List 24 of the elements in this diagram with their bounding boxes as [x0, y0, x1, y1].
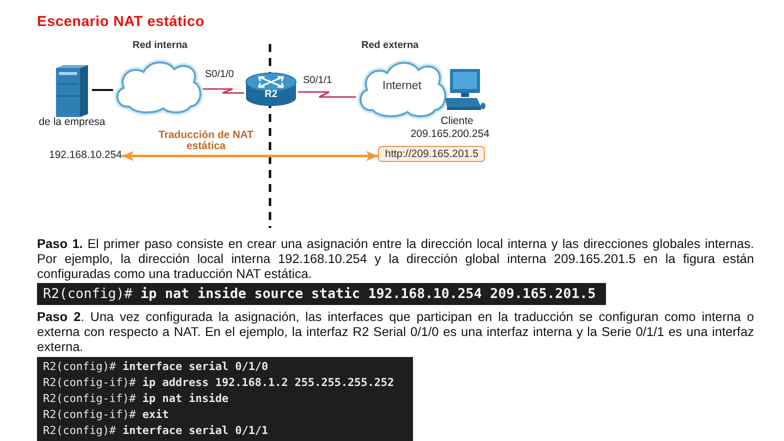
- icon-caption: Cliente: [440, 115, 474, 127]
- paragraph: Paso 2. Una vez configurada la asignación, las interfaces que participan en la traducción se configuran como interna o externa con respecto a NAT. En el ejemplo, la interfaz R2 Serial 0/1/0 es una interfaz interna y la Serie 0/1/1 es una interfaz externa.: [37, 309, 754, 354]
- icon-caption: de la empresa: [38, 116, 106, 128]
- double-arrow: [122, 151, 378, 161]
- ip-address-text: 192.168.10.254: [49, 149, 122, 161]
- connector-line: [92, 89, 113, 91]
- interface-label: S0/1/1: [303, 75, 332, 86]
- router-label: R2: [264, 89, 278, 100]
- serial-link: [298, 91, 356, 98]
- code-line: R2(config)# interface serial 0/1/0: [43, 359, 268, 375]
- diagram-title: Escenario NAT estático: [37, 14, 204, 30]
- code-line: R2(config-if)# ip nat inside: [43, 391, 228, 407]
- code-line: R2(config)# interface serial 0/1/1: [43, 423, 268, 439]
- interface-label: S0/1/0: [205, 69, 234, 80]
- url-box: http://209.165.201.5: [378, 146, 486, 162]
- serial-link: [203, 88, 244, 94]
- code-line: R2(config-if)# exit: [43, 407, 169, 423]
- icon-caption: 209.165.200.254: [410, 128, 490, 140]
- code-line: R2(config-if)# ip address 192.168.1.2 255.255.255.252: [43, 375, 394, 391]
- section-heading: Red externa: [360, 40, 420, 51]
- cloud-shape: [113, 58, 203, 114]
- paragraph: Paso 1. El primer paso consiste en crear una asignación entre la dirección local interna y las direcciones globales internas. Por ejemplo, la dirección local interna 192.168.10.254 y la dirección global interna 209.165.201.5 en la figura están configuradas como una traducción NAT estática.: [37, 236, 754, 281]
- cloud-label: Internet: [382, 80, 422, 92]
- section-heading: Red interna: [131, 40, 188, 51]
